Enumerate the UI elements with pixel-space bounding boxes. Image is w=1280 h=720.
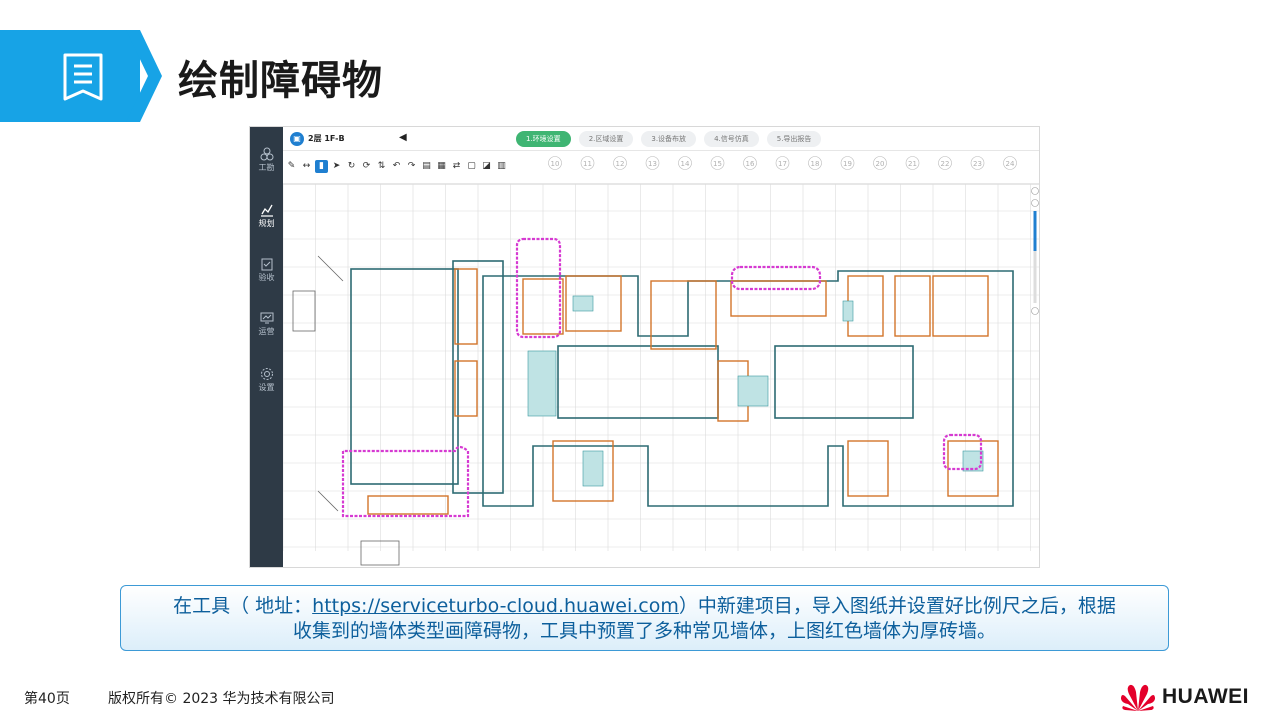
back-caret-icon[interactable]: ◀ bbox=[399, 132, 407, 143]
sidebar-item-label: 规划 bbox=[258, 219, 275, 228]
tab-export-report[interactable]: 5.导出报告 bbox=[766, 131, 822, 147]
table-icon[interactable]: ▥ bbox=[497, 160, 506, 171]
swap-icon[interactable]: ⇄ bbox=[452, 160, 461, 171]
grid-column-marker bbox=[775, 156, 790, 170]
tab-signal-simulation[interactable]: 4.信号仿真 bbox=[704, 131, 759, 147]
checklist-icon bbox=[261, 258, 272, 271]
grid-column-label: 24 bbox=[1006, 160, 1015, 168]
copyright: 版权所有© 2023 华为技术有限公司 bbox=[108, 691, 335, 707]
project-icon: ▣ bbox=[290, 132, 304, 146]
grid-column-label: 14 bbox=[681, 160, 690, 168]
grid-column-marker bbox=[873, 156, 887, 170]
align-icon[interactable]: ⇅ bbox=[377, 160, 386, 171]
grid-column-marker bbox=[613, 156, 627, 170]
grid-column-label: 13 bbox=[648, 160, 657, 168]
huawei-petal-icon bbox=[1121, 684, 1155, 711]
sidebar: 工勘 规划 验收 运营 设置 bbox=[250, 127, 283, 567]
zoom-slider[interactable] bbox=[1031, 187, 1039, 317]
grid-column-marker bbox=[580, 156, 595, 170]
caption-line-1: 在工具（ 地址：https://serviceturbo-cloud.huawe… bbox=[121, 594, 1168, 619]
grid-column-marker bbox=[970, 156, 985, 170]
title-band bbox=[0, 30, 140, 122]
measure-icon[interactable]: ↔ bbox=[302, 160, 311, 171]
rotate-icon[interactable]: ↻ bbox=[347, 160, 356, 171]
floor-plan-canvas[interactable]: 10 11 12 13 14 15 16 17 18 19 20 21 22 23 24 bbox=[283, 151, 1040, 568]
tab-area-setup[interactable]: 2.区域设置 bbox=[578, 131, 634, 147]
grid-column-marker bbox=[1003, 156, 1017, 170]
document-icon bbox=[63, 53, 103, 101]
sidebar-item-label: 工勘 bbox=[258, 163, 275, 172]
page-number: 第40页 bbox=[24, 691, 70, 707]
grid-column-label: 17 bbox=[778, 160, 787, 168]
drawing-toolbar: ✎ ↔ ▮ ➤ ↻ ⟳ ⇅ ↶ ↷ ▤ ▦ ⇄ ▢ ◪ ▥ bbox=[282, 152, 527, 180]
sidebar-item-label: 运营 bbox=[258, 327, 275, 336]
frame-icon[interactable]: ▢ bbox=[467, 160, 476, 171]
tool-screenshot: 工勘 规划 验收 运营 设置 ▣ 2层 1F-B ◀ 1.环境设置 2.区域设置… bbox=[249, 126, 1040, 568]
caption-box: 在工具（ 地址：https://serviceturbo-cloud.huawe… bbox=[120, 585, 1169, 651]
tool-topbar: ▣ 2层 1F-B ◀ 1.环境设置 2.区域设置 3.设备布放 4.信号仿真 … bbox=[283, 127, 1039, 151]
project-name: 2层 1F-B bbox=[308, 134, 345, 143]
cluster-icon bbox=[260, 147, 273, 161]
sidebar-item-acceptance[interactable]: 验收 bbox=[250, 257, 283, 283]
grid-column-label: 11 bbox=[583, 160, 592, 168]
grid-icon[interactable]: ▦ bbox=[437, 160, 446, 171]
grid-column-label: 19 bbox=[843, 160, 852, 168]
undo-icon[interactable]: ↶ bbox=[392, 160, 401, 171]
brand-name: HUAWEI bbox=[1162, 685, 1249, 708]
grid-column-label: 22 bbox=[941, 160, 950, 168]
pencil-icon[interactable]: ✎ bbox=[287, 160, 296, 171]
grid-column-label: 23 bbox=[973, 160, 982, 168]
sidebar-item-plan[interactable]: 规划 bbox=[250, 203, 283, 229]
caption-text: ）中新建项目，导入图纸并设置好比例尺之后，根据 bbox=[678, 595, 1116, 617]
sidebar-item-survey[interactable]: 工勘 bbox=[250, 147, 283, 173]
grid-column-label: 10 bbox=[551, 160, 560, 168]
grid-column-marker bbox=[548, 156, 562, 170]
tab-environment-setup[interactable]: 1.环境设置 bbox=[516, 131, 571, 147]
grid-column-marker bbox=[743, 156, 757, 170]
step-tabs: 1.环境设置 2.区域设置 3.设备布放 4.信号仿真 5.导出报告 bbox=[516, 131, 822, 147]
hide-icon[interactable]: ◪ bbox=[482, 160, 491, 171]
grid-column-marker bbox=[905, 156, 920, 170]
grid-column-marker bbox=[808, 156, 822, 170]
redo-icon[interactable]: ↷ bbox=[407, 160, 416, 171]
sidebar-item-operation[interactable]: 运营 bbox=[250, 311, 283, 337]
huawei-logo: HUAWEI bbox=[1120, 681, 1249, 713]
sidebar-item-label: 设置 bbox=[258, 383, 275, 392]
layers-icon[interactable]: ▤ bbox=[422, 160, 431, 171]
tab-device-layout[interactable]: 3.设备布放 bbox=[641, 131, 697, 147]
page-title: 绘制障碍物 bbox=[178, 58, 383, 104]
wall-tool-icon[interactable]: ▮ bbox=[315, 159, 328, 173]
plan-icon bbox=[260, 204, 273, 217]
grid-column-marker bbox=[840, 156, 855, 170]
sidebar-item-settings[interactable]: 设置 bbox=[250, 367, 283, 393]
monitor-icon bbox=[260, 312, 273, 324]
grid-column-marker bbox=[938, 156, 952, 170]
sidebar-item-label: 验收 bbox=[258, 273, 275, 282]
grid-column-label: 16 bbox=[746, 160, 755, 168]
grid-column-label: 20 bbox=[876, 160, 885, 168]
caption-line-2: 收集到的墙体类型画障碍物，工具中预置了多种常见墙体，上图红色墙体为厚砖墙。 bbox=[292, 620, 996, 642]
grid-column-label: 21 bbox=[908, 160, 917, 168]
grid-column-label: 12 bbox=[616, 160, 625, 168]
chevron-decoration bbox=[126, 30, 162, 122]
grid-column-marker bbox=[645, 156, 660, 170]
grid-column-marker bbox=[710, 156, 725, 170]
select-icon[interactable]: ➤ bbox=[332, 160, 341, 171]
tool-url-link[interactable]: https://serviceturbo-cloud.huawei.com bbox=[312, 595, 679, 617]
grid-column-marker bbox=[678, 156, 692, 170]
grid-column-label: 18 bbox=[811, 160, 820, 168]
refresh-icon[interactable]: ⟳ bbox=[362, 160, 371, 171]
grid-column-label: 15 bbox=[713, 160, 722, 168]
gear-icon bbox=[260, 368, 273, 380]
caption-text: 在工具（ 地址： bbox=[173, 595, 313, 617]
